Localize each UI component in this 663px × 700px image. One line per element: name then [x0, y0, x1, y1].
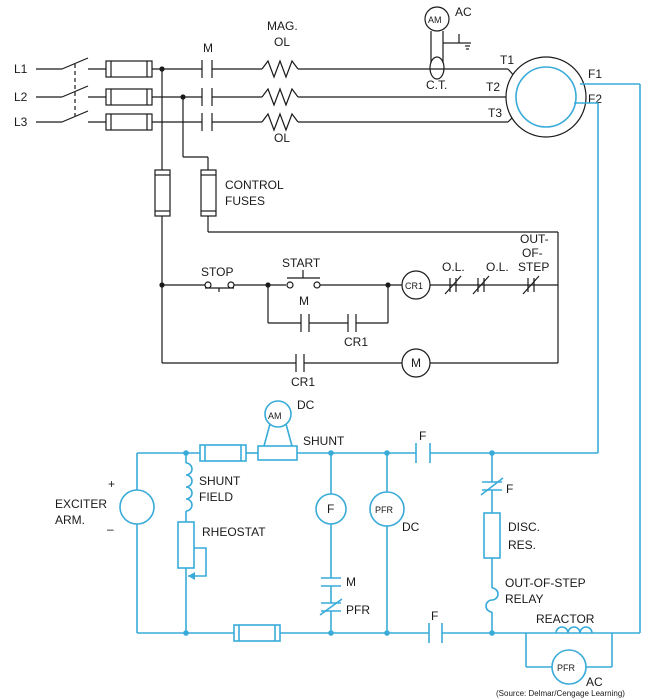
- label-t1: T1: [500, 53, 514, 67]
- label-oos-3: STEP: [518, 260, 549, 274]
- synchronous-motor: T1 T2 T3 F1 F2: [486, 53, 602, 138]
- line-inputs: L1 L2 L3: [14, 62, 62, 129]
- label-f-contact-top: F: [419, 429, 426, 443]
- label-f-coil: F: [327, 502, 334, 516]
- label-t3: T3: [488, 106, 502, 120]
- label-ol-2: O.L.: [486, 260, 509, 274]
- control-fuses: CONTROL FUSES: [154, 69, 559, 363]
- label-ol-bottom: OL: [274, 131, 290, 145]
- label-ac-bottom: AC: [586, 675, 603, 689]
- label-f1: F1: [588, 67, 602, 81]
- label-am-top: AM: [428, 15, 442, 25]
- label-disc-1: DISC.: [508, 520, 540, 534]
- label-reactor: REACTOR: [536, 612, 595, 626]
- label-oos-2: OF-: [522, 246, 543, 260]
- label-pfr-ac: PFR: [557, 663, 576, 673]
- label-m-contacts: M: [203, 41, 213, 55]
- label-m-coil: M: [411, 356, 421, 370]
- label-f2: F2: [588, 92, 602, 106]
- control-rung-2: M CR1: [162, 348, 558, 389]
- disconnect-switch: [61, 57, 106, 123]
- label-ol-1: O.L.: [442, 260, 465, 274]
- label-dc-top: DC: [297, 398, 315, 412]
- label-mag: MAG.: [267, 19, 298, 33]
- label-f-nc: F: [506, 482, 513, 496]
- control-rung-1: STOP START CR1 O.L. O.L. OUT- OF- STEP: [159, 232, 558, 300]
- dc-excitation-circuit: [119, 83, 641, 685]
- label-m-seal: M: [299, 294, 309, 308]
- label-ct: C.T.: [426, 78, 447, 92]
- label-ac-top: AC: [455, 5, 472, 19]
- label-pfr-contact: PFR: [346, 603, 370, 617]
- label-l1: L1: [14, 62, 28, 76]
- label-oos-relay-2: RELAY: [505, 592, 543, 606]
- seal-in-branch: M CR1: [267, 285, 389, 349]
- label-shunt: SHUNT: [303, 434, 345, 448]
- label-ol-top: OL: [274, 35, 290, 49]
- label-t2: T2: [486, 80, 500, 94]
- label-oos-relay-1: OUT-OF-STEP: [505, 576, 586, 590]
- line-fuses: [105, 60, 153, 131]
- label-f-contact-bottom: F: [431, 609, 438, 623]
- phase-conductors: [152, 59, 517, 132]
- motor-frame-icon: [505, 56, 587, 138]
- label-l2: L2: [14, 90, 28, 104]
- label-stop: STOP: [201, 265, 233, 279]
- rheostat-icon: [177, 521, 195, 569]
- label-shunt-field-1: SHUNT: [199, 474, 241, 488]
- label-cr1-coil: CR1: [405, 281, 423, 291]
- label-disc-2: RES.: [508, 538, 536, 552]
- label-dc: DC: [402, 520, 420, 534]
- label-arm: ARM.: [55, 513, 85, 527]
- label-control: CONTROL: [225, 178, 284, 192]
- label-cr1-m: CR1: [291, 375, 315, 389]
- label-am-dc: AM: [268, 411, 282, 421]
- dc-ammeter-icon: [264, 400, 292, 428]
- ac-ammeter: AM AC C.T.: [424, 5, 472, 92]
- shunt-resistor-icon: [257, 445, 298, 461]
- source-credit: (Source: Delmar/Cengage Learning): [496, 689, 625, 698]
- exciter-armature-icon: [119, 489, 155, 525]
- label-l3: L3: [14, 115, 28, 129]
- label-cr1-seal: CR1: [344, 335, 368, 349]
- label-rheostat: RHEOSTAT: [202, 525, 266, 539]
- label-shunt-field-2: FIELD: [199, 490, 233, 504]
- discharge-resistor-icon: [483, 512, 501, 559]
- label-minus: –: [107, 522, 114, 536]
- label-plus: +: [108, 477, 115, 491]
- label-oos-1: OUT-: [520, 232, 549, 246]
- ammeter-icon: [424, 6, 450, 32]
- label-start: START: [282, 256, 321, 270]
- label-fuses: FUSES: [225, 194, 265, 208]
- label-pfr-dc: PFR: [375, 505, 394, 515]
- label-m-contact: M: [346, 575, 356, 589]
- motor-rotor-icon: [515, 66, 577, 128]
- label-exciter: EXCITER: [55, 497, 107, 511]
- dc-circuit-labels: AM DC SHUNT F + – EXCITER ARM. SHUNT FIE…: [55, 398, 625, 698]
